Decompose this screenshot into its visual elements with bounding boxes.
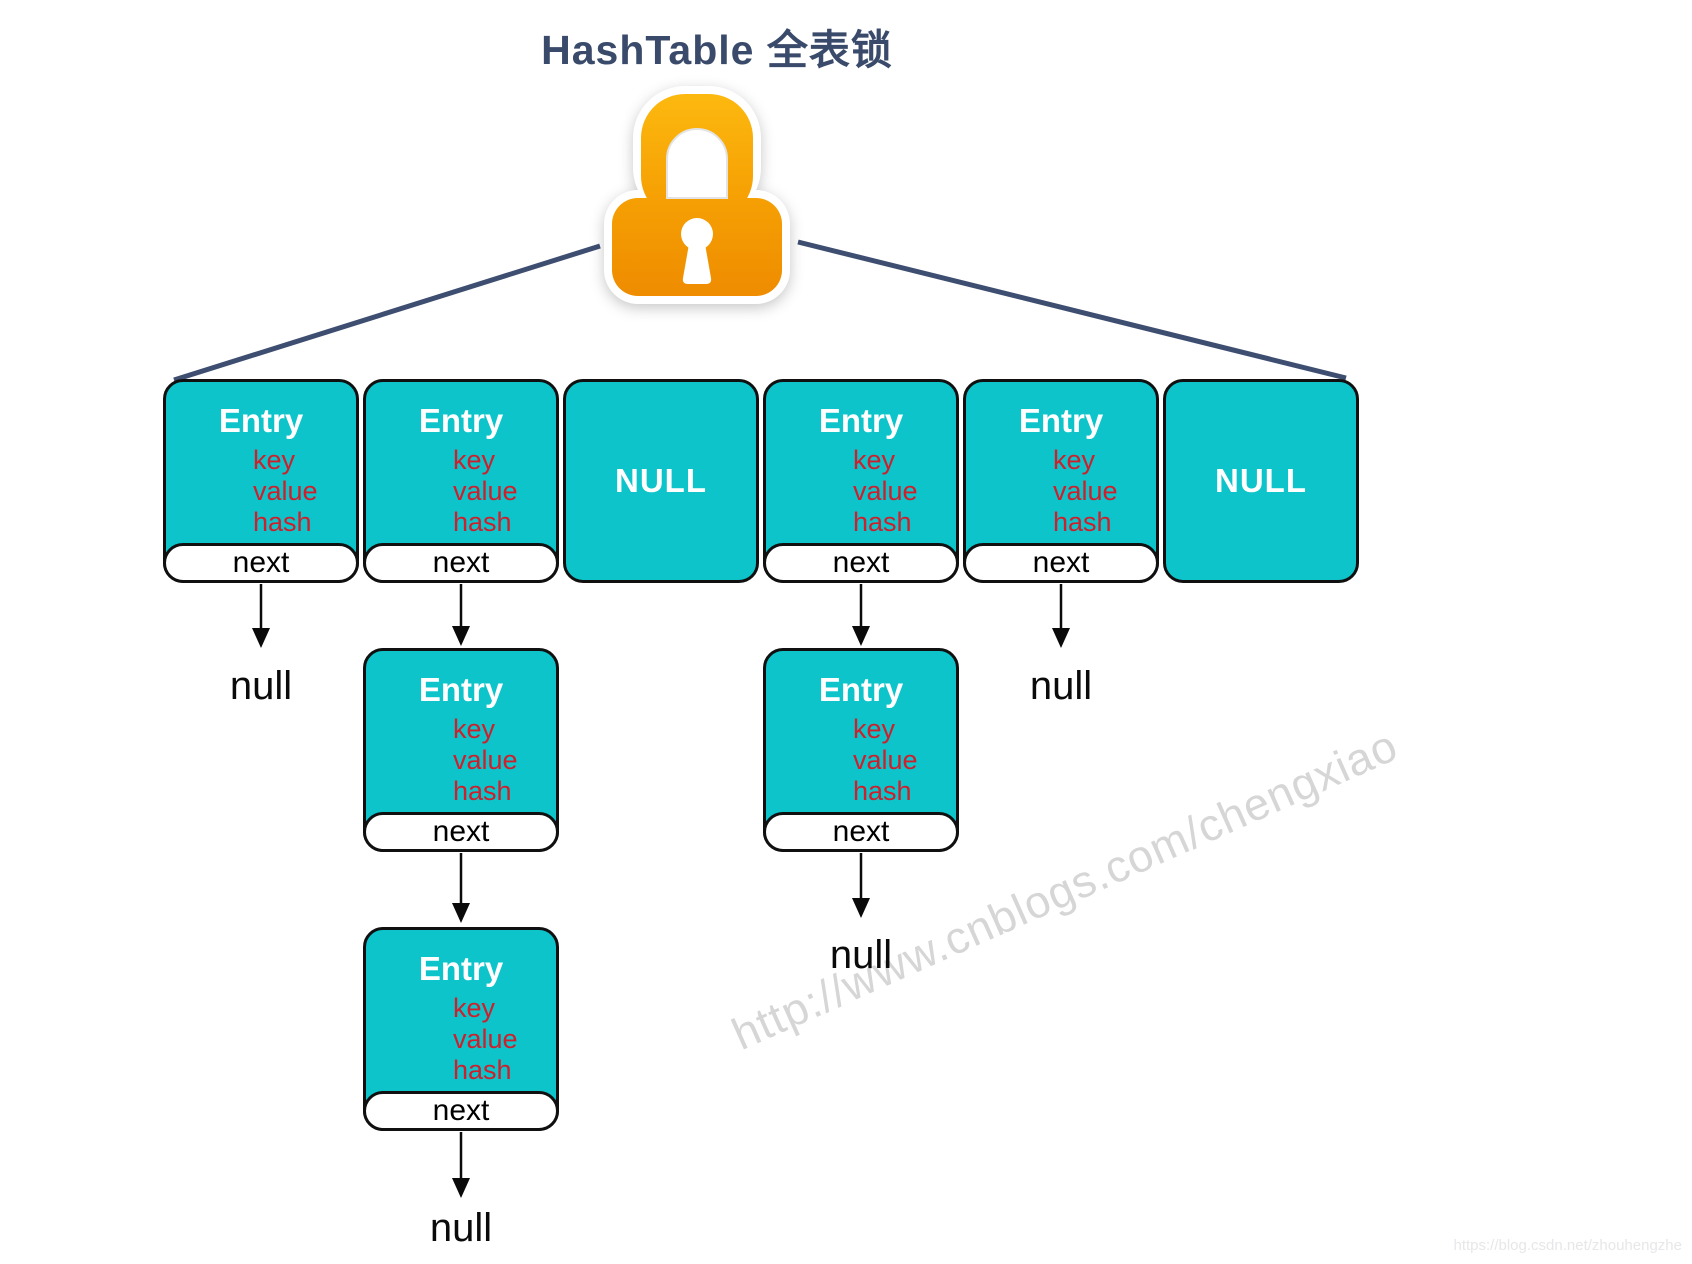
lock-shackle-hole xyxy=(666,128,728,199)
lock-line-left xyxy=(173,243,601,383)
entry-field-hash: hash xyxy=(853,507,912,537)
chain-bucket1-entry-3: Entry key value hash next xyxy=(363,927,559,1131)
lock-fanout-lines xyxy=(173,239,1347,383)
entry-fields: key value hash xyxy=(453,993,556,1086)
entry-field-value: value xyxy=(453,1024,518,1054)
chain-bucket1-entry-2: Entry key value hash next xyxy=(363,648,559,852)
bucket-3-entry: Entry key value hash next xyxy=(763,379,959,583)
page-title: HashTable 全表锁 xyxy=(541,27,893,73)
entry-title: Entry xyxy=(418,950,504,987)
entry-title: Entry xyxy=(418,671,504,708)
entry-field-value: value xyxy=(453,745,518,775)
entry-field-hash: hash xyxy=(453,1055,512,1085)
entry-title: Entry xyxy=(818,402,904,439)
entry-field-key: key xyxy=(453,445,496,475)
entry-title: Entry xyxy=(218,402,304,439)
entry-fields: key value hash xyxy=(853,714,956,807)
null-terminator-bucket4: null xyxy=(1029,664,1093,708)
null-terminator-bucket1-chain: null xyxy=(429,1206,493,1250)
entry-field-hash: hash xyxy=(453,507,512,537)
next-pointer: next xyxy=(763,543,959,583)
entry-fields: key value hash xyxy=(453,714,556,807)
lock-icon xyxy=(604,86,790,304)
next-pointer: next xyxy=(163,543,359,583)
entry-field-value: value xyxy=(1053,476,1118,506)
entry-title: Entry xyxy=(418,402,504,439)
bucket-4-entry: Entry key value hash next xyxy=(963,379,1159,583)
entry-field-value: value xyxy=(853,476,918,506)
bucket-0-entry: Entry key value hash next xyxy=(163,379,359,583)
next-pointer: next xyxy=(363,812,559,852)
entry-field-key: key xyxy=(853,445,896,475)
entry-field-key: key xyxy=(253,445,296,475)
lock-keyhole-icon xyxy=(681,218,713,284)
entry-field-value: value xyxy=(453,476,518,506)
next-pointer: next xyxy=(963,543,1159,583)
null-terminator-bucket0: null xyxy=(229,664,293,708)
entry-title: Entry xyxy=(1018,402,1104,439)
entry-field-key: key xyxy=(1053,445,1096,475)
entry-field-hash: hash xyxy=(853,776,912,806)
entry-field-value: value xyxy=(853,745,918,775)
entry-fields: key value hash xyxy=(853,445,956,538)
chain-bucket3-entry-2: Entry key value hash next xyxy=(763,648,959,852)
null-terminator-bucket3-chain: null xyxy=(829,933,893,977)
next-arrows xyxy=(252,584,1070,1198)
watermark-corner: https://blog.csdn.net/zhouhengzhe xyxy=(1453,1237,1682,1254)
next-pointer: next xyxy=(363,543,559,583)
entry-fields: key value hash xyxy=(1053,445,1156,538)
next-pointer: next xyxy=(363,1091,559,1131)
entry-field-hash: hash xyxy=(253,507,312,537)
entry-fields: key value hash xyxy=(453,445,556,538)
entry-field-key: key xyxy=(453,993,496,1023)
lock-line-right xyxy=(797,239,1347,381)
entry-fields: key value hash xyxy=(253,445,356,538)
bucket-1-entry: Entry key value hash next xyxy=(363,379,559,583)
entry-field-hash: hash xyxy=(453,776,512,806)
bucket-5-null: NULL xyxy=(1163,379,1359,583)
entry-field-hash: hash xyxy=(1053,507,1112,537)
entry-field-key: key xyxy=(453,714,496,744)
entry-field-value: value xyxy=(253,476,318,506)
entry-field-key: key xyxy=(853,714,896,744)
entry-title: Entry xyxy=(818,671,904,708)
bucket-2-null: NULL xyxy=(563,379,759,583)
next-pointer: next xyxy=(763,812,959,852)
